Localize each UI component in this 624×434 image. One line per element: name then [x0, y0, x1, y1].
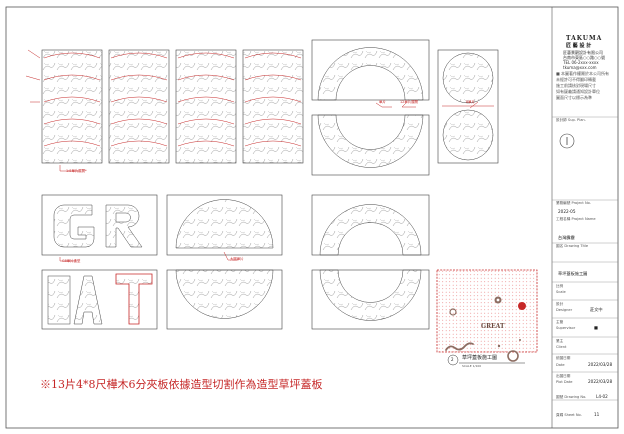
note-line: 如有疑義請通知設計單位 [556, 89, 600, 94]
drawing-title-value: 草坪蓋板施工圖 [558, 271, 588, 276]
plywood-sheet-ring-bottom [311, 114, 430, 176]
plywood-sheet [242, 49, 304, 164]
callout-sheet-top-left: 1:8單片展開* [66, 169, 87, 173]
company-cn: 匠 藝 設 計 [566, 43, 592, 49]
detail-title: 草坪蓋板施工圖 [462, 355, 498, 361]
title-block-rules [552, 116, 618, 401]
date-value: 2022/03/28 [588, 362, 613, 367]
project-no-label: 業務編號 Project No. [556, 201, 591, 205]
stamp-circle [559, 133, 575, 149]
note-line: 未經許可不得翻印轉載 [556, 77, 596, 82]
company-line: TEL 06-2xxx-xxxx [563, 60, 599, 65]
client-sub: Client [556, 345, 567, 349]
plywood-sheet-half-circle-2 [166, 269, 283, 330]
sheet-row-3 [41, 269, 430, 330]
detail-scale: SCALE 1/100 [462, 364, 482, 368]
supervisor-value: ■ [594, 325, 598, 330]
drawing-no-label: 圖號 Drawing No. [556, 395, 587, 399]
plywood-sheet [108, 49, 170, 164]
callout-half-circle: 大圓單片 [230, 257, 244, 261]
designer-sub: Designer [556, 308, 573, 312]
plywood-sheet-half-circle [166, 194, 283, 256]
note-line: 施工前請核對現場尺寸 [556, 83, 596, 88]
callout-ring-a: 單片 [379, 100, 386, 104]
date-sub: Date [556, 363, 565, 367]
project-name-label: 工程名稱 Project Name [556, 217, 596, 221]
plywood-sheet [41, 49, 103, 164]
plywood-sheet-letters-eat [41, 269, 158, 330]
callout-ring-b: 12單片展開 [400, 100, 418, 104]
owner-value: 台灣霹靂 [558, 235, 575, 240]
great-label: GREAT [481, 323, 505, 330]
drawing-no-value: L4-02 [596, 394, 608, 399]
callout-circle: 8單片 [466, 100, 475, 104]
detail-number: 2 [451, 357, 454, 362]
detail-plan [436, 269, 538, 362]
plywood-sheet-ring-3 [311, 269, 430, 330]
supervisor-sub: Supervisor [556, 326, 576, 330]
project-no-value: 2022-05 [558, 209, 576, 214]
outer-border [5, 6, 619, 429]
supervisor-label: 主管 [556, 320, 564, 324]
main-note: ※13片4*8尺樺木6分夾板依據造型切割作為造型草坪蓋板 [40, 378, 323, 391]
dimension-leaders [25, 49, 479, 262]
date-label: 繪圖日期 [556, 356, 571, 360]
plywood-sheet [175, 49, 237, 164]
plywood-sheet-ring-top [311, 39, 430, 101]
sheet-no-label: 頁碼 Sheet No. [556, 413, 582, 417]
sheet-row-2 [41, 194, 430, 256]
callout-letters-gr: G8單片造型 [62, 259, 81, 263]
drawing-title-label: 圖名 Drawing Title [556, 244, 589, 248]
sheet-no-value: 11 [594, 412, 600, 417]
plywood-sheet-letters-gr [41, 194, 158, 256]
plywood-sheet-circle [437, 49, 499, 164]
designer-label: 設計 [556, 302, 564, 306]
plot-date-sub: Plot Date [556, 380, 573, 384]
scale-sub: Scale [556, 290, 566, 294]
note-line: 圖面尺寸以標示為準 [556, 95, 592, 100]
plywood-sheet-ring-2 [311, 194, 430, 256]
note-line: ■ 本圖著作權屬於本公司所有 [556, 71, 610, 76]
company-line: 匠藝景觀設計有限公司 [563, 50, 603, 55]
stamp-label: 設計師 Sup. Plan. [556, 118, 586, 122]
client-label: 業主 [556, 339, 564, 343]
plot-date-label: 出圖日期 [556, 374, 571, 378]
plot-date-value: 2022/03/28 [588, 379, 613, 384]
company-line: 台南市東區○○路○○號 [563, 55, 605, 60]
scale-label: 比例 [556, 284, 564, 288]
designer-value: 莊文中 [590, 307, 603, 312]
sheet-row-1 [41, 39, 499, 176]
detail-number-circle [447, 354, 459, 366]
company-en: TAKUMA [566, 35, 603, 42]
company-line: tkuma@xxx.com [563, 65, 597, 70]
